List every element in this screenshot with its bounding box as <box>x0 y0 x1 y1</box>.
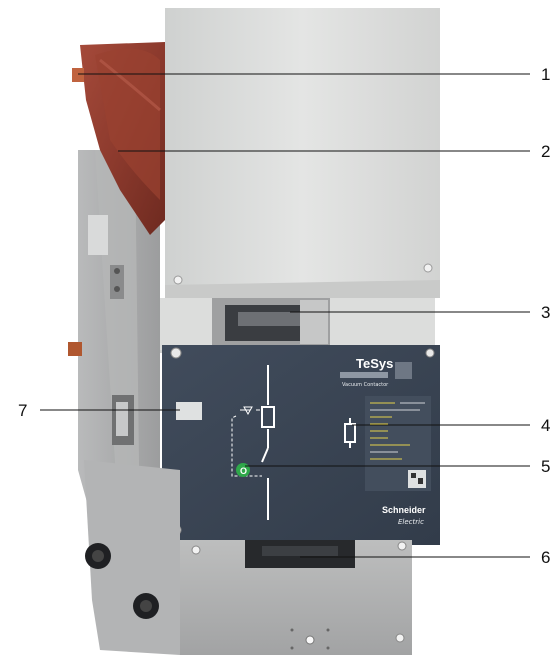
callout-numbers: 1 2 3 4 5 6 7 <box>18 65 550 567</box>
callout-number-1: 1 <box>541 65 550 84</box>
vacuum-bottle <box>72 42 165 235</box>
auxiliary-push-button[interactable] <box>176 402 202 420</box>
manufacturer-name: Schneider <box>382 505 426 515</box>
product-subtitle: Vacuum Contactor <box>342 382 389 388</box>
manufacturer-subname: Electric <box>398 518 424 526</box>
callout-number-2: 2 <box>541 142 550 161</box>
mechanism-housing <box>160 298 435 350</box>
mimic-diagram <box>231 365 356 520</box>
callouts <box>40 73 530 558</box>
rating-plate <box>365 396 431 491</box>
callout-number-5: 5 <box>541 457 550 476</box>
callout-number-6: 6 <box>541 548 550 567</box>
lower-base <box>84 460 412 655</box>
callout-number-7: 7 <box>18 401 27 420</box>
callout-number-4: 4 <box>541 416 550 435</box>
upper-cover <box>165 8 440 300</box>
brand-label: TeSys <box>356 356 393 371</box>
front-panel: TeSys Vacuum Contactor O <box>162 345 440 545</box>
callout-number-3: 3 <box>541 303 550 322</box>
open-indicator-label: O <box>240 466 247 476</box>
